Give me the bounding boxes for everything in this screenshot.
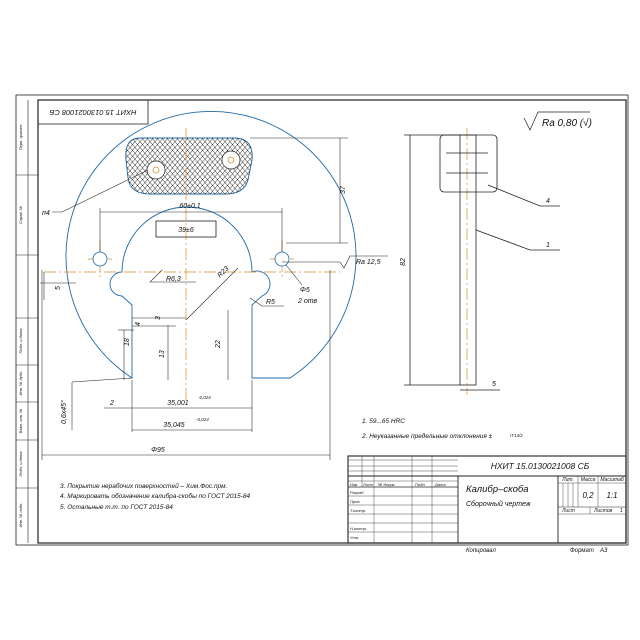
mass-value: 0,2 <box>582 491 594 500</box>
rivet-left <box>146 160 166 180</box>
role-razrab: Разраб. <box>350 490 364 495</box>
side-label: Взам. инв. № <box>18 408 23 433</box>
copied-label: Копировал <box>466 548 496 554</box>
sheets-value: 1 <box>620 508 623 514</box>
dim-18: 18 <box>124 338 131 346</box>
side-label: Перв. примен. <box>18 124 23 151</box>
sheet-label: Лист <box>561 508 575 514</box>
dim-3: 3 <box>155 316 162 320</box>
hole-left <box>92 251 108 267</box>
format-label: Формат <box>570 548 594 554</box>
gauge-outline <box>65 111 357 379</box>
hdr-list: Лист <box>362 482 374 487</box>
tech-req-1: 1. 59...65 HRC <box>362 418 405 425</box>
dim-60: 60±0,1 <box>179 203 200 210</box>
position-1: 1 <box>546 242 550 249</box>
side-view-handle <box>439 134 498 193</box>
hdr-podp: Подп. <box>415 482 426 487</box>
general-roughness: Ra 0,80 (√) <box>523 111 592 131</box>
side-strip-labels: Перв. примен. Справ. № Подп. и дата Инв.… <box>18 124 23 528</box>
dimension-lines <box>40 137 348 460</box>
position-4: 4 <box>546 198 550 205</box>
knurl-hatching <box>125 138 253 194</box>
title-doc-type: Сборочный чертеж <box>466 500 532 508</box>
side-label: Инв. № подл. <box>18 503 23 528</box>
top-code-box: НХИТ 15.0130021008 СБ <box>37 99 149 125</box>
side-label: Подп. и дата <box>18 451 23 477</box>
dim-5-right: 5 <box>492 381 496 388</box>
dim-r5: R5 <box>266 299 275 306</box>
side-view-body <box>459 134 477 386</box>
dim-35001: 35,001 <box>167 400 189 407</box>
handle-rivets <box>146 150 241 180</box>
role-tkontr: Т.контр. <box>350 508 366 513</box>
tol-35045: -0,024 <box>196 417 209 422</box>
dim-37: 37 <box>340 185 347 194</box>
general-roughness-text: Ra 0,80 (√) <box>542 117 592 129</box>
top-code-text: НХИТ 15.0130021008 СБ <box>49 108 136 117</box>
role-prov: Пров. <box>350 499 361 504</box>
dim-82: 82 <box>400 258 407 266</box>
tech-req-2-frac: IT14/2 <box>510 433 523 438</box>
scale-value: 1:1 <box>606 491 617 500</box>
col-mass: Масса <box>581 477 596 483</box>
tech-req-2: 2. Неуказанные предельные отклонения ± <box>361 432 493 440</box>
rivet-right <box>221 150 241 170</box>
dim-35045: 35,045 <box>163 422 185 429</box>
role-utv: Утв. <box>350 535 359 540</box>
tech-requirements: 1. 59...65 HRC 2. Неуказанные предельные… <box>361 418 523 440</box>
hdr-izm: Изм <box>350 482 358 487</box>
dim-phi95: Φ95 <box>151 447 165 454</box>
role-nkontr: Н.контр. <box>350 526 367 531</box>
dim-2: 2 <box>109 400 114 407</box>
hole-right <box>274 251 290 267</box>
title-name: Калибр–скоба <box>466 484 528 495</box>
side-label: Справ. № <box>18 205 23 224</box>
side-label: Инв. № дубл. <box>18 371 23 396</box>
dim-4: 4 <box>135 322 142 326</box>
title-block-texts: НХИТ 15.0130021008 СБ Калибр–скоба Сборо… <box>350 461 624 540</box>
note-5: 5. Остальные т.т. по ГОСТ 2015-84 <box>60 504 173 511</box>
dim-39: 39±6 <box>178 227 194 234</box>
gauge-main-view <box>65 111 357 379</box>
dim-phi5: Φ5 <box>300 287 310 294</box>
gauge-side-view <box>404 134 560 391</box>
mount-holes <box>92 251 290 267</box>
note-3: 3. Покрытие нерабочих поверхностей – Хим… <box>60 482 228 490</box>
dim-13: 13 <box>159 350 166 358</box>
sheet-frame <box>15 94 629 546</box>
sheets-label: Листов <box>593 508 613 514</box>
tol-35001: -0,024 <box>198 395 211 400</box>
notes: 3. Покрытие нерабочих поверхностей – Хим… <box>60 482 251 511</box>
dim-22: 22 <box>215 340 222 349</box>
dimension-texts: 60±0,1 37 п4 R6,3 R23 R5 Φ5 2 отв 5 3 4 … <box>42 185 347 454</box>
side-view-labels: 82 5 4 1 <box>400 198 550 388</box>
dim-5-left: 5 <box>55 286 62 290</box>
dim-06: 0,6х45° <box>60 400 68 424</box>
title-code: НХИТ 15.0130021008 СБ <box>491 461 590 471</box>
marking-area <box>155 220 217 238</box>
hdr-doc: № докум. <box>378 482 396 487</box>
side-label: Подп. и дата <box>18 328 23 354</box>
hdr-date: Дата <box>434 482 446 487</box>
dim-r63: R6,3 <box>166 276 181 283</box>
note-4: 4. Маркировать обозначение калибра-скобы… <box>60 492 251 500</box>
col-scale: Масштаб <box>600 477 624 483</box>
col-lit: Лит. <box>561 477 574 483</box>
title-block <box>347 455 627 544</box>
dim-2otv: 2 отв <box>297 298 318 305</box>
format-value: А3 <box>599 548 608 554</box>
dim-n4: п4 <box>42 210 50 217</box>
side-strip <box>16 100 38 543</box>
roughness-ra125: Ra 12,5 <box>339 255 388 269</box>
ra125-text: Ra 12,5 <box>356 259 381 266</box>
